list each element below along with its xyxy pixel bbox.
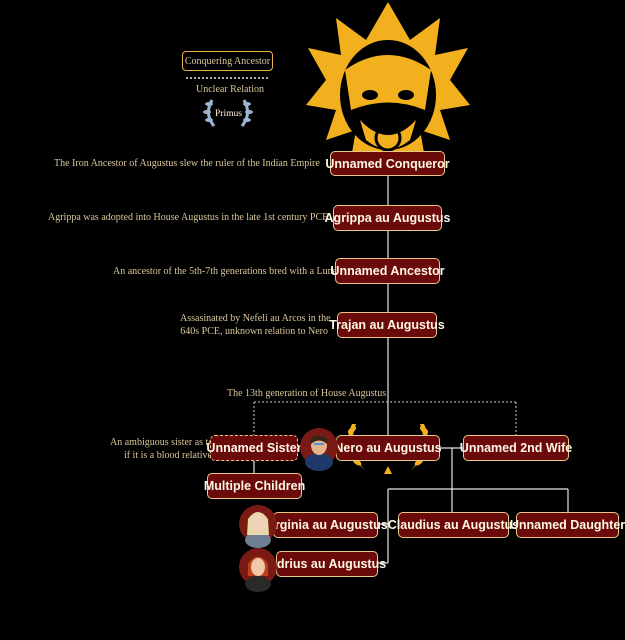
node-virginia[interactable]: Virginia au Augustus bbox=[263, 512, 388, 538]
adrius-portrait-avatar[interactable] bbox=[239, 548, 277, 592]
node-nero[interactable]: Nero au Augustus bbox=[334, 435, 442, 461]
note-generation: The 13th generation of House Augustus bbox=[227, 388, 387, 399]
legend-unclear-relation: Unclear Relation bbox=[196, 84, 265, 95]
lion-crest-icon bbox=[306, 2, 470, 158]
node-trajan[interactable]: Trajan au Augustus bbox=[329, 312, 445, 338]
nero-portrait-avatar[interactable] bbox=[300, 428, 338, 471]
note-trajan: Assasinated by Nefeli au Arcos in the 64… bbox=[180, 312, 331, 338]
legend-laurel-leaves bbox=[203, 102, 253, 122]
note-conqueror: The Iron Ancestor of Augustus slew the r… bbox=[54, 158, 320, 169]
node-unnamed-ancestor[interactable]: Unnamed Ancestor bbox=[330, 258, 445, 284]
node-unnamed-sister[interactable]: Unnamed Sister bbox=[206, 435, 302, 461]
legend-primus: Primus bbox=[215, 109, 242, 119]
legend-conquering-ancestor: Conquering Ancestor bbox=[182, 51, 273, 71]
virginia-portrait-avatar[interactable] bbox=[239, 505, 277, 548]
note-sister-line1: An ambiguous sister as to bbox=[110, 437, 214, 448]
node-claudius[interactable]: Claudius au Augustus bbox=[388, 512, 519, 538]
adrius-portrait-icon bbox=[239, 548, 277, 592]
node-unnamed-2nd-wife[interactable]: Unnamed 2nd Wife bbox=[460, 435, 572, 461]
node-agrippa[interactable]: Agrippa au Augustus bbox=[325, 205, 450, 231]
virginia-portrait-icon bbox=[239, 505, 277, 548]
note-ancestor: An ancestor of the 5th-7th generations b… bbox=[113, 266, 338, 277]
note-trajan-line1: Assasinated by Nefeli au Arcos in the bbox=[180, 313, 331, 324]
note-sister-line2: if it is a blood relative bbox=[123, 450, 212, 461]
note-trajan-line2: 640s PCE, unknown relation to Nero bbox=[180, 326, 328, 337]
note-agrippa: Agrippa was adopted into House Augustus … bbox=[48, 212, 329, 223]
node-multiple-children[interactable]: Multiple Children bbox=[204, 473, 305, 499]
node-unnamed-daughter[interactable]: Unnamed Daughter bbox=[510, 512, 625, 538]
node-adrius[interactable]: Adrius au Augustus bbox=[268, 551, 386, 577]
node-unnamed-conqueror[interactable]: Unnamed Conqueror bbox=[325, 151, 450, 176]
tree-connectors bbox=[253, 175, 569, 564]
generation-bracket bbox=[253, 401, 517, 435]
nero-portrait-icon bbox=[300, 428, 338, 471]
note-sister: An ambiguous sister as to if it is a blo… bbox=[110, 436, 214, 462]
